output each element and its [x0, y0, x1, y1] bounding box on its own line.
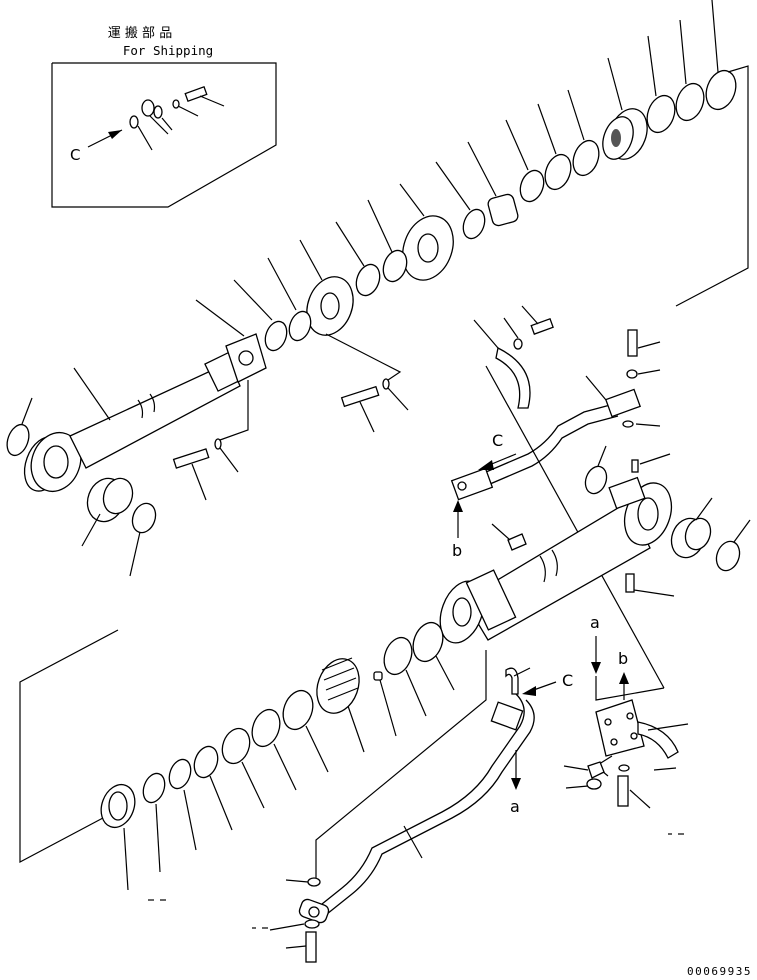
ref-label-b-right: b: [618, 649, 628, 668]
arrowhead-icon: [591, 662, 601, 674]
ref-label-b-upper: b: [452, 541, 462, 560]
lower-seal-stack: [100, 621, 455, 901]
drawing-number: 00069935: [687, 965, 752, 978]
shipping-box-outline: [51, 62, 277, 208]
ref-label-c-upper: C: [492, 431, 503, 450]
arrowhead-icon: [108, 130, 122, 139]
cylinder-rod: [6, 333, 409, 577]
upper-pipe-assembly: C b: [450, 305, 665, 689]
shipping-clip: [141, 99, 155, 117]
shipping-clip-2: [153, 105, 163, 119]
clamp-bracket: a b: [563, 613, 689, 835]
cylinder-tube: [439, 329, 751, 644]
arrowhead-icon: [522, 686, 536, 696]
section-boundary-upper: [675, 65, 749, 307]
lower-pipe-assembly: C a: [252, 650, 573, 963]
shipping-bolt: [184, 85, 208, 103]
arrowhead-icon: [478, 460, 494, 470]
upper-seal-stack: [195, 0, 737, 352]
shipping-title-jp: 運 搬 部 品: [108, 26, 172, 41]
arrowhead-icon: [453, 500, 463, 512]
ref-label-a-middle: a: [510, 797, 520, 816]
arrowhead-icon: [619, 672, 629, 684]
shipping-ring: [172, 99, 180, 109]
shipping-title-en: For Shipping: [123, 43, 213, 58]
shipping-washer: [129, 115, 139, 129]
ref-label-a-right: a: [590, 613, 600, 632]
arrowhead-icon: [511, 778, 521, 790]
section-boundary-lower: [19, 629, 119, 863]
shipping-parts-box: 運 搬 部 品 For Shipping C: [51, 26, 277, 208]
shipping-arrow-label: C: [70, 146, 80, 164]
ref-label-c-middle: C: [562, 671, 573, 690]
